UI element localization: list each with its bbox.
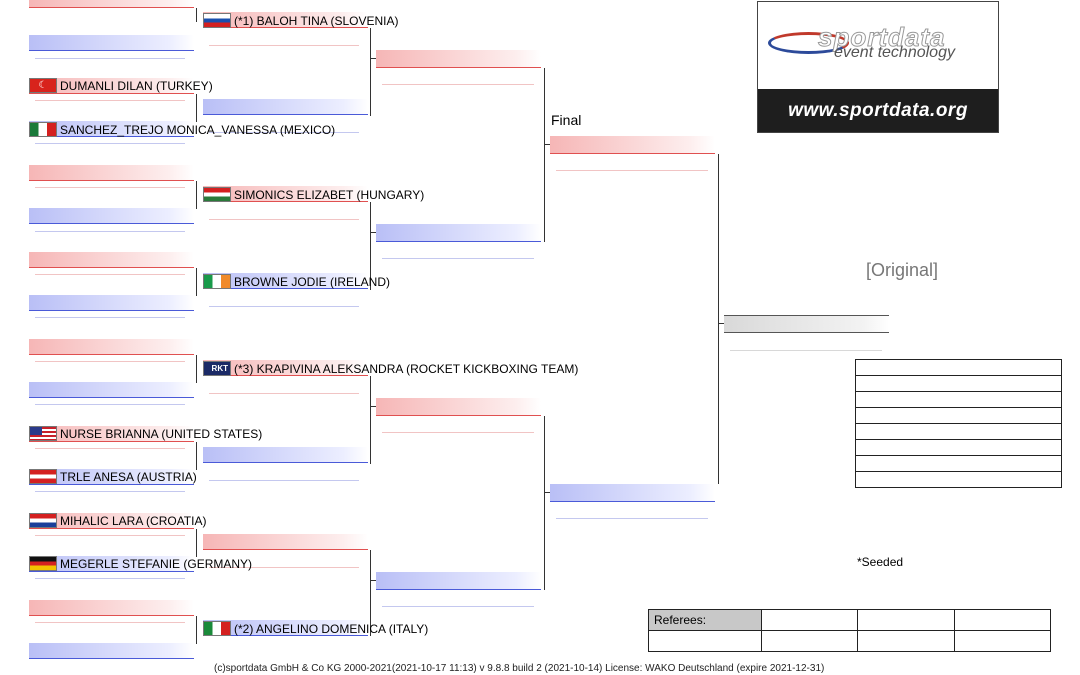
athlete-name: BROWNE JODIE (IRELAND) (203, 274, 390, 289)
r1-slot (29, 643, 194, 659)
r3-slot (376, 50, 541, 68)
athlete-name: MEGERLE STEFANIE (GERMANY) (29, 556, 252, 571)
seeded-note: *Seeded (857, 555, 904, 569)
logo-brand: sportdata (817, 22, 946, 53)
winner-slot (724, 315, 889, 333)
r2-slot (203, 186, 368, 202)
athlete-name: ☾ DUMANLI DILAN (TURKEY) (29, 78, 213, 93)
r1-slot (29, 208, 194, 224)
final-label: Final (551, 112, 582, 128)
r2-slot (203, 620, 368, 636)
austria-flag-icon (29, 469, 57, 484)
r1-slot (29, 426, 194, 442)
r1-slot (29, 295, 194, 311)
r1-slot (29, 35, 194, 51)
r2-slot (203, 99, 368, 115)
r1-slot (29, 252, 194, 268)
r1-slot (29, 121, 194, 137)
r1-slot (29, 165, 194, 181)
athlete-name: (*1) BALOH TINA (SLOVENIA) (203, 13, 399, 28)
r1-slot (29, 513, 194, 529)
swoosh-icon (768, 32, 849, 54)
sportdata-logo: sportdata event technology www.sportdata… (757, 1, 999, 133)
r2-slot (203, 273, 368, 289)
r2-slot (203, 12, 368, 28)
r4-slot (550, 136, 715, 154)
hungary-flag-icon (203, 187, 231, 202)
r1-slot (29, 0, 194, 8)
logo-tagline: event technology (834, 44, 955, 61)
r2-slot (203, 534, 368, 550)
r3-slot (376, 398, 541, 416)
athlete-name: RKT (*3) KRAPIVINA ALEKSANDRA (ROCKET KI… (203, 361, 578, 376)
slovenia-flag-icon (203, 13, 231, 28)
r4-slot (550, 484, 715, 502)
athlete-name: MIHALIC LARA (CROATIA) (29, 513, 206, 528)
usa-flag-icon (29, 426, 57, 441)
r3-slot (376, 224, 541, 242)
r1-slot (29, 339, 194, 355)
r1-slot (29, 78, 194, 94)
r2-slot (203, 360, 368, 376)
germany-flag-icon (29, 556, 57, 571)
results-table (855, 359, 1062, 488)
italy-flag-icon (203, 621, 231, 636)
athlete-name: NURSE BRIANNA (UNITED STATES) (29, 426, 262, 441)
r1-slot (29, 556, 194, 572)
referees-label: Referees: (647, 609, 763, 631)
croatia-flag-icon (29, 513, 57, 528)
athlete-name: TRLE ANESA (AUSTRIA) (29, 469, 197, 484)
athlete-name: (*2) ANGELINO DOMENICA (ITALY) (203, 621, 428, 636)
rkt-team-logo-icon: RKT (203, 361, 231, 376)
footer-text: (c)sportdata GmbH & Co KG 2000-2021(2021… (214, 663, 825, 674)
athlete-name: SIMONICS ELIZABET (HUNGARY) (203, 187, 424, 202)
r3-slot (376, 572, 541, 590)
athlete-name: SANCHEZ_TREJO MONICA_VANESSA (MEXICO) (29, 122, 335, 137)
original-label: [Original] (866, 260, 939, 280)
r1-slot (29, 382, 194, 398)
ireland-flag-icon (203, 274, 231, 289)
turkey-flag-icon: ☾ (29, 78, 57, 93)
r1-slot (29, 600, 194, 616)
logo-url: www.sportdata.org (758, 89, 998, 132)
r2-slot (203, 447, 368, 463)
r1-slot (29, 469, 194, 485)
mexico-flag-icon (29, 122, 57, 137)
referees-table: Referees: (647, 609, 1052, 652)
